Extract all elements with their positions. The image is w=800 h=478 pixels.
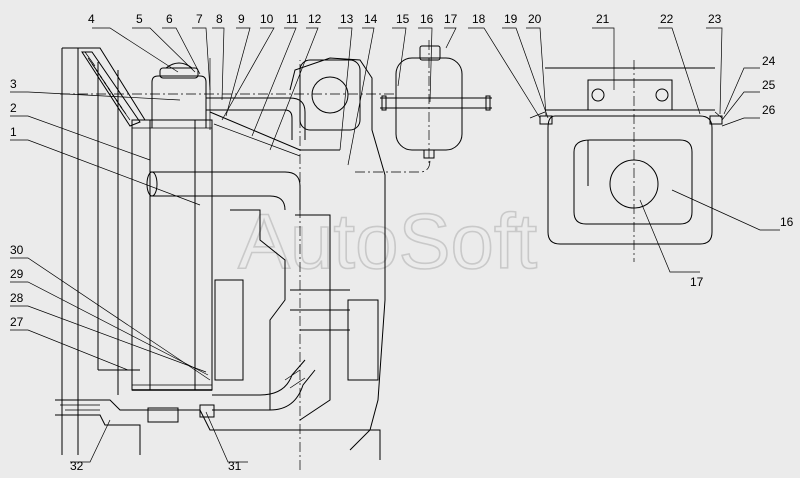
callout-5: 5 xyxy=(136,12,143,26)
callout-6: 6 xyxy=(166,12,173,26)
callout-27: 27 xyxy=(10,315,24,329)
callout-26: 26 xyxy=(762,103,776,117)
radiator-core xyxy=(131,119,213,391)
callout-17-top: 17 xyxy=(444,12,458,26)
callout-16-right: 16 xyxy=(780,215,794,229)
bottom-frame xyxy=(55,399,381,460)
callout-8: 8 xyxy=(216,12,223,26)
callout-12: 12 xyxy=(308,12,322,26)
callout-24: 24 xyxy=(762,54,776,68)
callout-1: 1 xyxy=(10,125,17,139)
callout-31: 31 xyxy=(228,459,242,473)
callout-14: 14 xyxy=(364,12,378,26)
callout-17-right: 17 xyxy=(690,275,704,289)
shroud-seal xyxy=(81,51,141,127)
callout-11: 11 xyxy=(286,12,299,26)
callout-28: 28 xyxy=(10,291,24,305)
callout-7: 7 xyxy=(196,12,203,26)
callout-13: 13 xyxy=(340,12,354,26)
callout-16-top: 16 xyxy=(420,12,434,26)
leader-lines xyxy=(10,27,780,463)
callout-30: 30 xyxy=(10,243,24,257)
callout-25: 25 xyxy=(762,78,776,92)
callout-21: 21 xyxy=(596,12,610,26)
callout-10: 10 xyxy=(260,12,274,26)
callout-15: 15 xyxy=(396,12,410,26)
expansion-tank-top xyxy=(529,60,723,262)
callout-29: 29 xyxy=(10,267,24,281)
expansion-tank-side xyxy=(380,40,492,165)
upper-hose xyxy=(206,97,340,157)
callout-4: 4 xyxy=(88,12,95,26)
callout-2: 2 xyxy=(10,101,17,115)
callout-19: 19 xyxy=(504,12,518,26)
callout-9: 9 xyxy=(238,12,245,26)
radiator-frame xyxy=(61,47,146,455)
callout-3: 3 xyxy=(10,77,17,91)
callout-20: 20 xyxy=(528,12,542,26)
lower-hose xyxy=(212,359,316,411)
callout-23: 23 xyxy=(708,12,722,26)
callout-18: 18 xyxy=(472,12,486,26)
callout-labels: 4 5 6 7 8 9 10 11 12 13 14 15 16 17 18 1… xyxy=(10,12,794,473)
vent-tube xyxy=(355,159,431,173)
watermark: AutoSoft xyxy=(238,197,538,285)
callout-32: 32 xyxy=(70,459,84,473)
callout-22: 22 xyxy=(660,12,674,26)
